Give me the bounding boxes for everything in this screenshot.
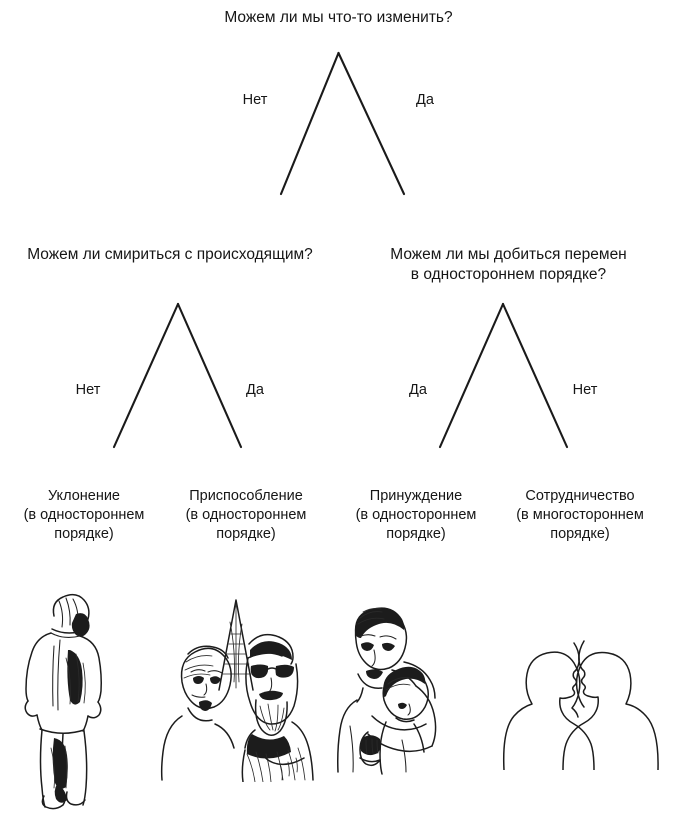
root-branch-label-no: Нет bbox=[242, 92, 268, 108]
left-branch-label-yes: Да bbox=[246, 382, 264, 398]
root-branch-line-left bbox=[279, 51, 340, 196]
right-branch-label-yes: Да bbox=[409, 382, 427, 398]
headlock-restraint-icon bbox=[337, 607, 437, 775]
root-branch-line-right bbox=[337, 51, 406, 196]
illustration-two-facing-profiles bbox=[490, 605, 670, 770]
illustration-elderly-couple bbox=[152, 592, 317, 782]
left-question: Можем ли смириться с происходящим? bbox=[27, 246, 313, 263]
outcome-label-coercion: Принуждение (в одностороннем порядке) bbox=[355, 488, 477, 543]
right-branch-label-no: Нет bbox=[572, 382, 598, 398]
left-branch-line-left bbox=[112, 302, 180, 449]
elderly-couple-icon bbox=[160, 599, 314, 782]
right-branch-line-left bbox=[438, 302, 505, 449]
illustration-headlock-restraint bbox=[330, 600, 480, 775]
root-question: Можем ли мы что-то изменить? bbox=[224, 9, 453, 26]
left-branch-label-no: Нет bbox=[75, 382, 101, 398]
right-question: Можем ли мы добиться перемен в односторо… bbox=[390, 246, 627, 283]
root-branch-label-yes: Да bbox=[416, 92, 434, 108]
right-branch-line-right bbox=[501, 302, 569, 449]
left-branch-line-right bbox=[176, 302, 243, 449]
outcome-label-cooperation: Сотрудничество (в многостороннем порядке… bbox=[516, 488, 644, 543]
illustration-person-walking-away bbox=[18, 588, 168, 813]
person-walking-away-icon bbox=[24, 593, 102, 810]
outcome-label-avoidance: Уклонение (в одностороннем порядке) bbox=[23, 488, 145, 543]
outcome-label-accommodation: Приспособление (в одностороннем порядке) bbox=[185, 488, 307, 543]
two-facing-profiles-icon bbox=[502, 640, 659, 770]
